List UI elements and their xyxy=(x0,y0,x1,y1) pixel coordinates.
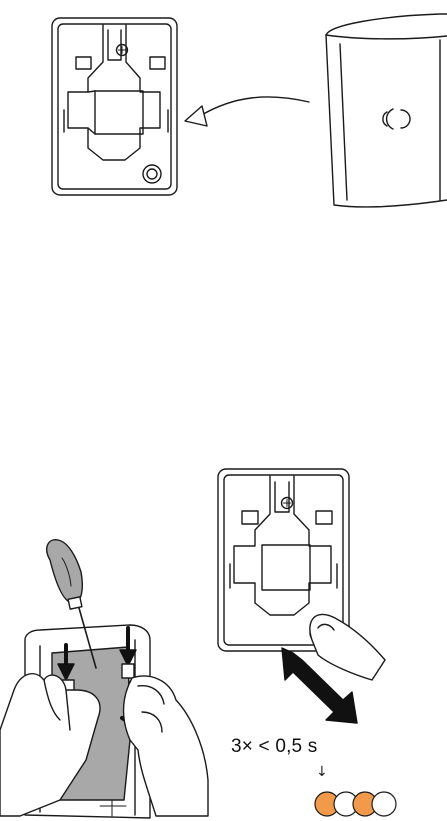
plate-hole-outer xyxy=(143,165,161,183)
down-arrow-icon: ↓ xyxy=(316,764,328,780)
plate-slot-right xyxy=(316,511,332,524)
arrow-pull-off xyxy=(185,97,309,126)
press-instruction-text: 3× < 0,5 s xyxy=(231,736,318,758)
led-indicator-sequence xyxy=(315,792,396,816)
device-opening-illustration xyxy=(0,540,208,818)
plate-slot-left xyxy=(76,57,91,69)
finger-icon xyxy=(310,614,385,680)
sensor-housing xyxy=(326,14,447,207)
plate-slot-left xyxy=(242,511,258,524)
plate-battery-window xyxy=(95,91,143,134)
plate-slot-right xyxy=(150,57,165,69)
led-white-2 xyxy=(372,792,396,816)
mounting-plate-step1 xyxy=(52,18,177,195)
